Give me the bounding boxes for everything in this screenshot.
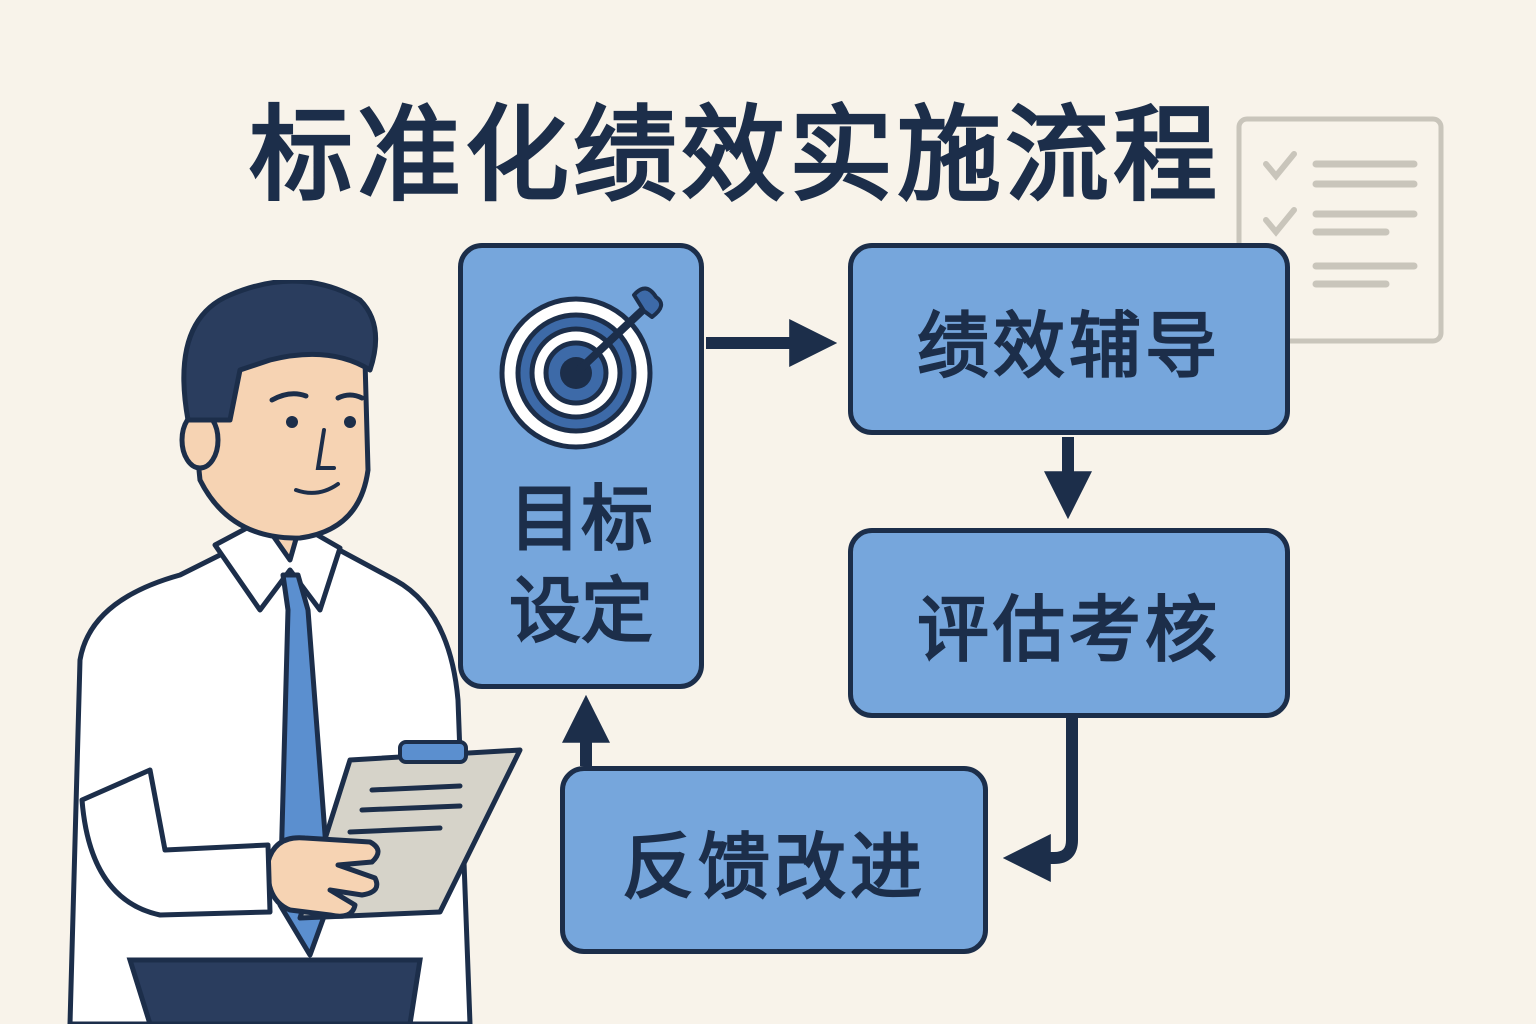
step-goal-label: 目标设定 [508,477,653,653]
step-evaluation: 评估考核 [848,528,1290,718]
step-feedback-improvement: 反馈改进 [560,766,988,954]
step-performance-coaching: 绩效辅导 [848,243,1290,435]
step-eval-label: 评估考核 [916,587,1221,672]
target-icon [499,286,664,450]
step-coach-label: 绩效辅导 [916,303,1221,388]
arrow-eval-to-feedback [1002,718,1078,882]
page-title: 标准化绩效实施流程 [248,94,1221,216]
step-goal-setting: 目标设定 [458,243,704,689]
checklist-icon [1236,116,1444,344]
person-illustration [67,280,523,1024]
step-feedback-label: 反馈改进 [621,824,926,909]
